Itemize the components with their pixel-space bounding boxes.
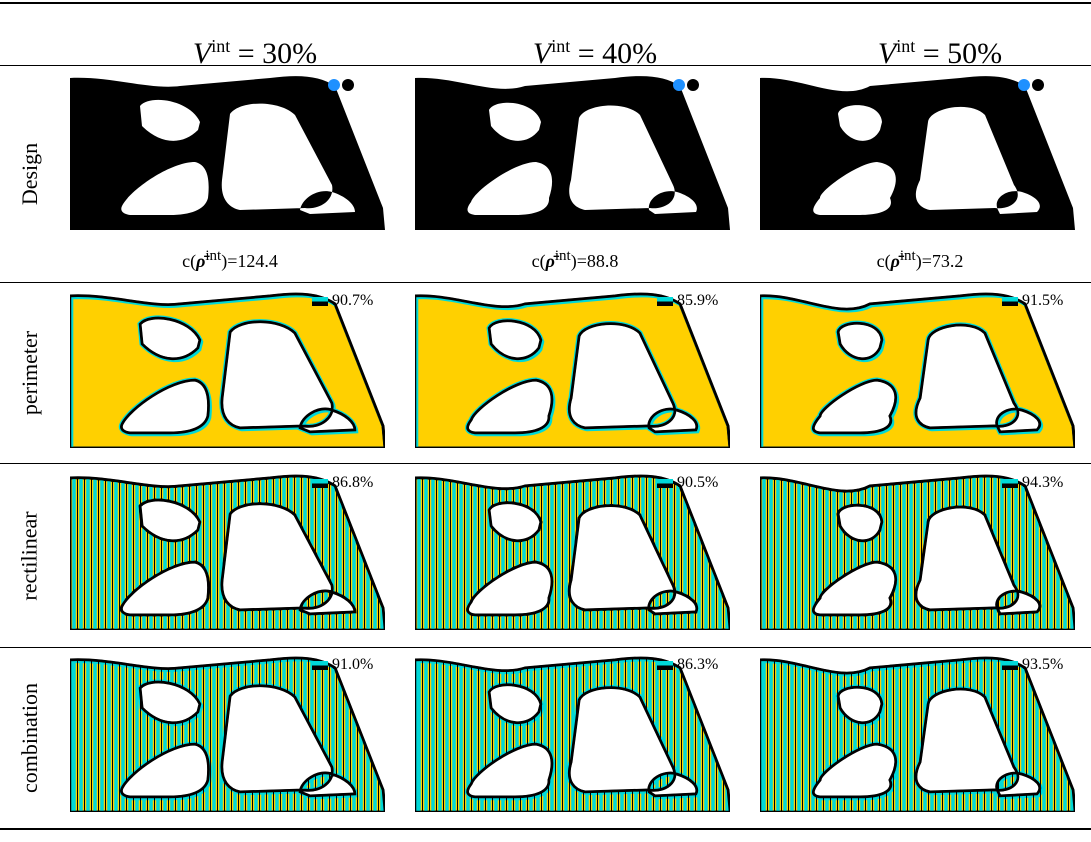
cell-Design-2 [760, 70, 1075, 230]
cell-perimeter-0 [70, 288, 385, 448]
beam-shape [70, 76, 385, 230]
coverage-value: 91.5% [1022, 292, 1064, 309]
beam-shape [70, 474, 385, 630]
beam-outline [760, 292, 1075, 448]
color-dots [1018, 79, 1044, 91]
coverage-legend: 93.5% [1002, 656, 1063, 674]
blue-dot [1018, 79, 1030, 91]
row-label-rectilinear: rectilinear [17, 510, 43, 601]
compliance-50: c(ρ̄int)=73.2 [876, 248, 964, 271]
beam-outline [415, 474, 730, 630]
color-dots [328, 79, 354, 91]
cell-combination-0 [70, 652, 385, 812]
coverage-legend: 85.9% [657, 292, 718, 310]
coverage-legend: 91.5% [1002, 292, 1063, 310]
cell-perimeter-2 [760, 288, 1075, 448]
beam-outline [415, 292, 730, 448]
beam-shape [760, 76, 1075, 230]
beam-shape [760, 656, 1075, 812]
coverage-legend: 86.3% [657, 656, 718, 674]
row-label-design: Design [17, 142, 43, 206]
compliance-40: c(ρ̄int)=88.8 [531, 248, 619, 271]
coverage-legend: 86.8% [312, 474, 373, 492]
coverage-value: 94.3% [1022, 474, 1064, 491]
cell-Design-1 [415, 70, 730, 230]
toolpath-swatch-icon [1002, 478, 1018, 488]
row-rule-3 [0, 647, 1091, 648]
row-label-combination: combination [17, 683, 43, 793]
row-rule-1 [0, 282, 1091, 283]
beam-material [415, 76, 730, 230]
beam-material [760, 76, 1075, 230]
beam-outline [70, 656, 385, 812]
row-label-perimeter: perimeter [17, 330, 43, 416]
black-dot [342, 79, 354, 91]
toolpath-swatch-icon [312, 478, 328, 488]
toolpath-swatch-icon [657, 296, 673, 306]
toolpath-swatch-icon [657, 660, 673, 670]
coverage-legend: 90.7% [312, 292, 373, 310]
blue-dot [328, 79, 340, 91]
beam-outline [70, 292, 385, 448]
coverage-value: 85.9% [677, 292, 719, 309]
beam-outline [415, 656, 730, 812]
toolpath-swatch-icon [1002, 660, 1018, 670]
coverage-value: 86.3% [677, 656, 719, 673]
cell-combination-2 [760, 652, 1075, 812]
row-rule-2 [0, 463, 1091, 464]
beam-shape [415, 76, 730, 230]
beam-outline [70, 474, 385, 630]
compliance-30: c(ρ̄int)=124.4 [182, 248, 278, 271]
beam-shape [415, 474, 730, 630]
black-dot [687, 79, 699, 91]
coverage-value: 90.5% [677, 474, 719, 491]
beam-shape [760, 474, 1075, 630]
cell-rectilinear-1 [415, 470, 730, 630]
toolpath-swatch-icon [312, 660, 328, 670]
toolpath-swatch-icon [657, 478, 673, 488]
toolpath-swatch-icon [1002, 296, 1018, 306]
beam-shape [70, 292, 385, 448]
coverage-value: 90.7% [332, 292, 374, 309]
coverage-value: 93.5% [1022, 656, 1064, 673]
beam-material [70, 292, 385, 448]
coverage-legend: 90.5% [657, 474, 718, 492]
cell-combination-1 [415, 652, 730, 812]
column-header-50: Vint = 50% [877, 36, 1003, 70]
cell-rectilinear-0 [70, 470, 385, 630]
column-header-40: Vint = 40% [532, 36, 658, 70]
beam-material [760, 292, 1075, 448]
color-dots [673, 79, 699, 91]
toolpath-swatch-icon [312, 296, 328, 306]
beam-shape [70, 656, 385, 812]
beam-shape [415, 656, 730, 812]
beam-outline [760, 656, 1075, 812]
beam-outline [760, 474, 1075, 630]
header-rule [0, 65, 1091, 66]
bottom-rule [0, 828, 1091, 830]
cell-perimeter-1 [415, 288, 730, 448]
column-header-30: Vint = 30% [192, 36, 318, 70]
beam-material [70, 76, 385, 230]
cell-Design-0 [70, 70, 385, 230]
beam-shape [760, 292, 1075, 448]
coverage-value: 86.8% [332, 474, 374, 491]
coverage-legend: 94.3% [1002, 474, 1063, 492]
beam-shape [415, 292, 730, 448]
coverage-legend: 91.0% [312, 656, 373, 674]
black-dot [1032, 79, 1044, 91]
coverage-value: 91.0% [332, 656, 374, 673]
top-rule [0, 2, 1091, 4]
blue-dot [673, 79, 685, 91]
cell-rectilinear-2 [760, 470, 1075, 630]
